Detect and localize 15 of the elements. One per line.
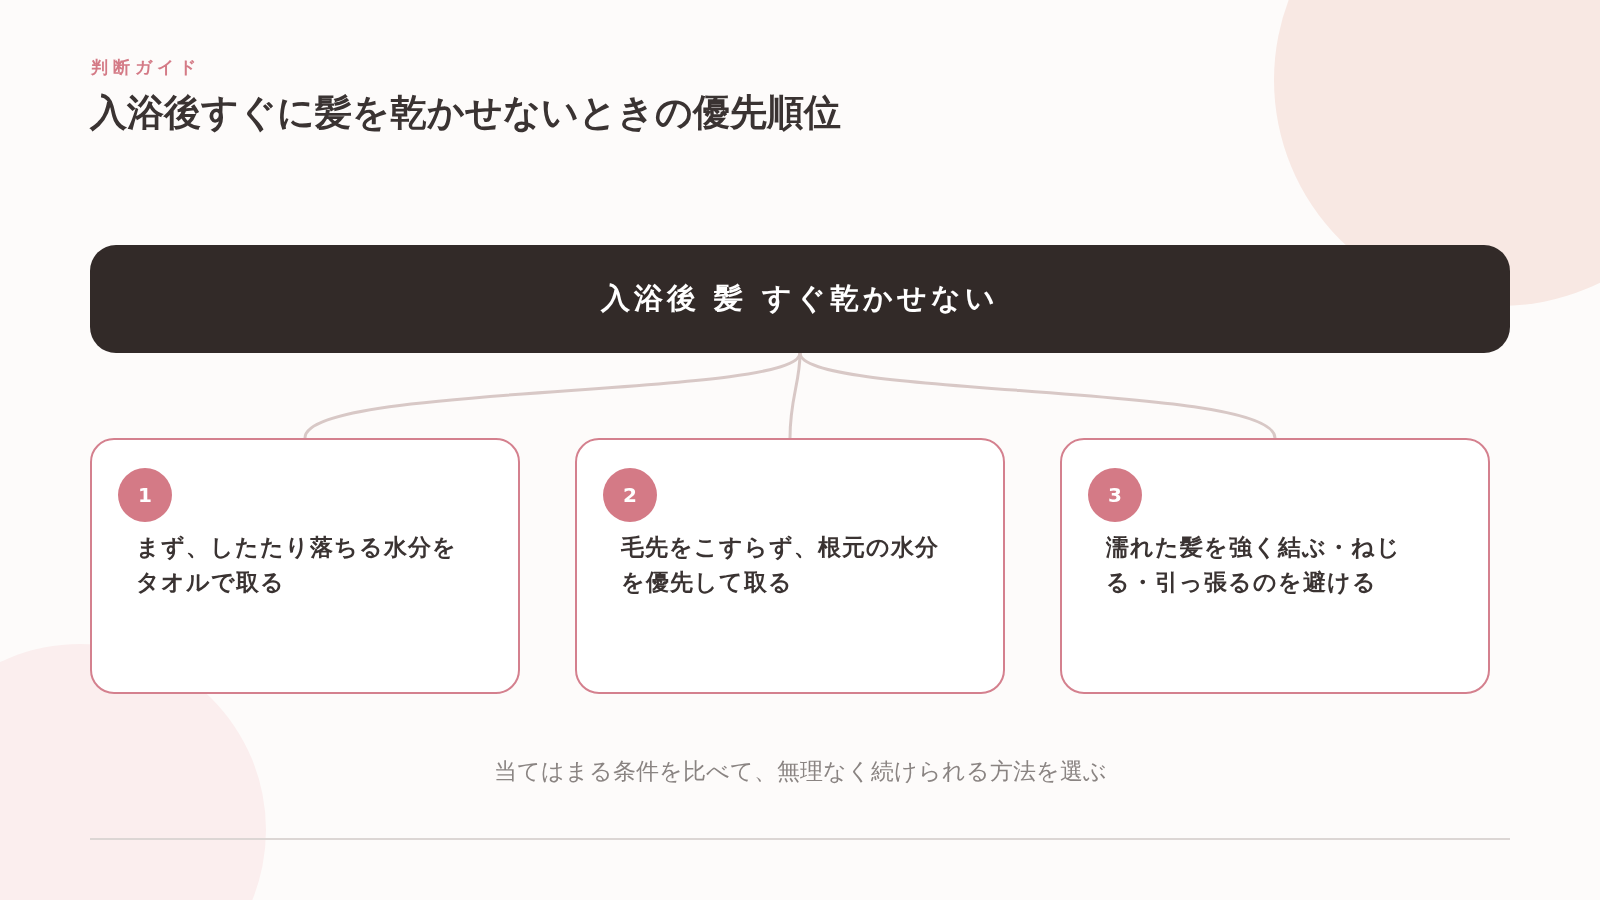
caption: 当てはまる条件を比べて、無理なく続けられる方法を選ぶ bbox=[492, 757, 1108, 786]
step-card bbox=[575, 438, 1005, 694]
number-badge: 3 bbox=[1088, 468, 1142, 522]
header-bar: 入浴後 髪 すぐ乾かせない bbox=[90, 245, 1510, 353]
card-text: 毛先をこすらず、根元の水分を優先して取る bbox=[621, 533, 940, 597]
title: 入浴後すぐに髪を乾かせないときの優先順位 bbox=[90, 90, 841, 136]
connector-line bbox=[788, 352, 802, 439]
step-card bbox=[1060, 438, 1490, 694]
card-text: 濡れた髪を強く結ぶ・ねじる・引っ張るのを避ける bbox=[1106, 533, 1402, 597]
number-badge: 1 bbox=[118, 468, 172, 522]
number-badge: 2 bbox=[603, 468, 657, 522]
step-card bbox=[90, 438, 520, 694]
eyebrow-label: 判断ガイド bbox=[91, 56, 201, 79]
connector-line bbox=[798, 351, 1277, 439]
card-text: まず、したたり落ちる水分をタオルで取る bbox=[136, 533, 458, 597]
